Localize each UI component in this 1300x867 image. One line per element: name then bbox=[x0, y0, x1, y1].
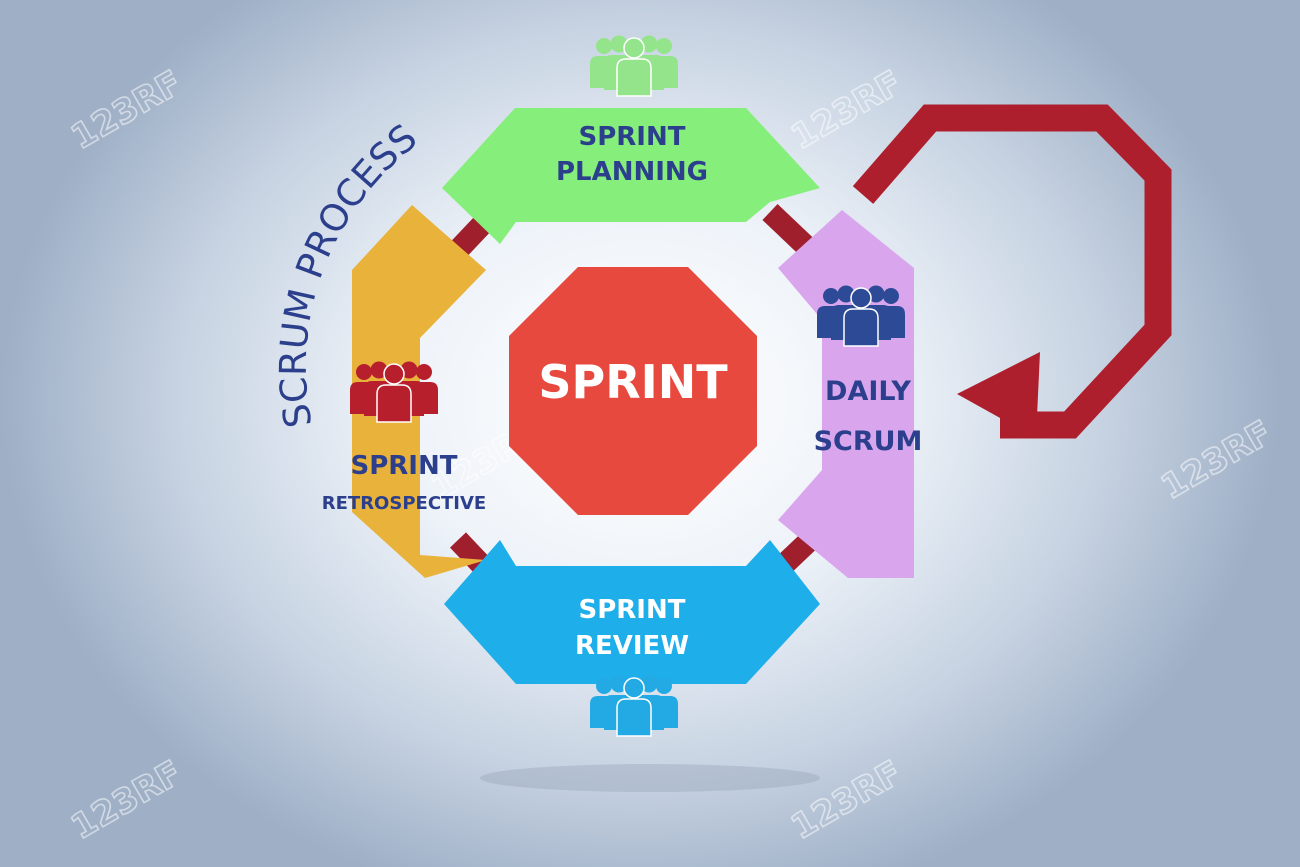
stage-planning-line1: SPRINT bbox=[579, 122, 686, 152]
stage-review-block[interactable] bbox=[444, 540, 820, 684]
sprint-center-label: SPRINT bbox=[538, 355, 728, 409]
loop-arrow bbox=[852, 104, 1172, 439]
floor-shadow bbox=[480, 764, 820, 792]
watermark-text: 123RF bbox=[65, 63, 189, 158]
team-icon-planning bbox=[589, 34, 679, 97]
stage-daily-block[interactable] bbox=[778, 210, 914, 578]
watermark-text: 123RF bbox=[785, 753, 909, 848]
team-icon-retro bbox=[349, 360, 439, 423]
stage-review-line1: SPRINT bbox=[579, 595, 686, 625]
sprint-center-octagon[interactable] bbox=[509, 267, 757, 515]
stage-review-line2: REVIEW bbox=[575, 631, 689, 661]
team-icon-review bbox=[589, 674, 679, 737]
stage-daily-line1: DAILY bbox=[825, 376, 911, 407]
stage-planning-line2: PLANNING bbox=[556, 157, 708, 187]
team-icon-daily bbox=[816, 284, 906, 347]
watermark-text: 123RF bbox=[65, 753, 189, 848]
stage-planning-block[interactable] bbox=[442, 108, 820, 244]
watermark-text: 123RF bbox=[1155, 413, 1279, 508]
stage-retro-line2: RETROSPECTIVE bbox=[322, 493, 486, 514]
stage-daily-line2: SCRUM bbox=[814, 426, 923, 457]
stage-retro-line1: SPRINT bbox=[351, 451, 458, 481]
